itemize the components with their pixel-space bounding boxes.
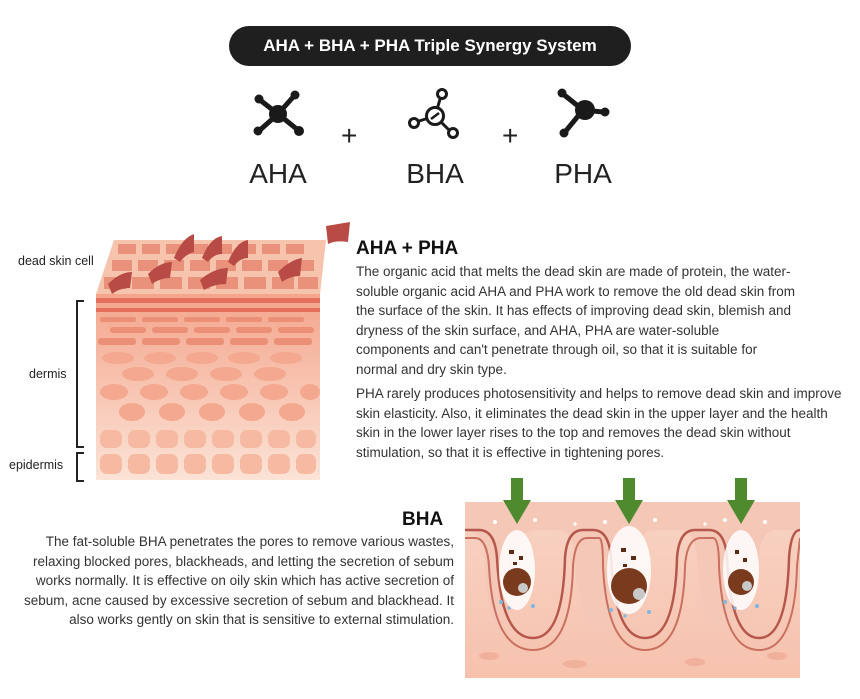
aha-pha-paragraph-2: PHA rarely produces photosensitivity and…	[356, 386, 842, 460]
plus-sign-2: +	[502, 120, 519, 151]
skin-layers-illustration	[96, 222, 350, 480]
bha-paragraph: The fat-soluble BHA penetrates the pores…	[24, 534, 454, 627]
title-banner: AHA + BHA + PHA Triple Synergy System	[229, 26, 631, 66]
pore-illustration	[465, 478, 800, 678]
acid-aha: AHA	[223, 86, 333, 190]
aha-pha-paragraph-1: The organic acid that melts the dead ski…	[356, 264, 795, 377]
penetration-arrows	[503, 478, 755, 524]
epidermis-bracket	[76, 452, 84, 482]
dermis-bracket	[76, 300, 84, 448]
molecule-aha-icon	[253, 90, 304, 136]
acid-label-bha: BHA	[406, 158, 464, 189]
acid-label-aha: AHA	[249, 158, 307, 189]
plus-sign-1: +	[341, 120, 358, 151]
label-dead-skin-cell: dead skin cell	[18, 254, 94, 268]
molecule-bha-icon	[408, 88, 459, 139]
aha-pha-heading: AHA + PHA	[356, 238, 459, 259]
acid-bha: BHA	[380, 86, 490, 190]
acid-pha: PHA	[528, 86, 638, 190]
label-dermis: dermis	[29, 367, 67, 381]
acid-label-pha: PHA	[554, 158, 612, 189]
molecule-pha-icon	[557, 88, 610, 138]
bha-heading: BHA	[402, 509, 444, 530]
label-epidermis: epidermis	[9, 458, 64, 472]
